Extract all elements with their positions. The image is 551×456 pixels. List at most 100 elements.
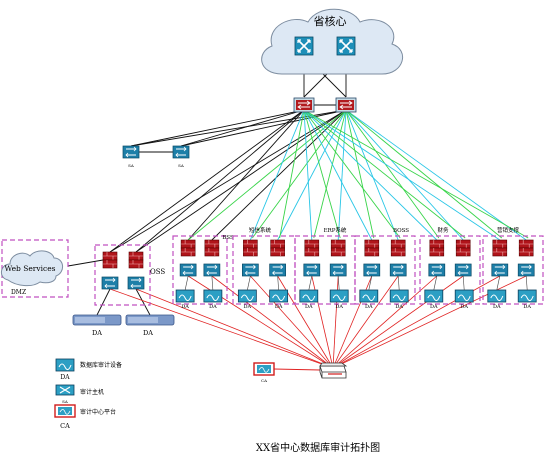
zone-firewall-icon <box>270 247 285 257</box>
central-hub-icon <box>319 362 348 379</box>
core-router-icon-1 <box>294 36 314 56</box>
zone-da-label: DA <box>523 304 531 310</box>
zone-firewall-icon <box>204 247 220 257</box>
zone-uplink-line <box>279 109 305 239</box>
zone-firewall-icon <box>243 247 258 257</box>
oss-firewall-icon-1 <box>102 251 118 261</box>
zone-border <box>172 235 228 305</box>
zone-uplink-line <box>277 109 347 241</box>
legend-sa-icon <box>55 384 75 396</box>
ca-link-line <box>273 368 321 371</box>
zone-uplink-line <box>211 109 347 241</box>
zone-switch-icon <box>517 263 535 277</box>
oss-zone: OSS DA DA <box>72 244 175 337</box>
legend-sa-text: 审计主机 <box>80 388 104 396</box>
zone-firewall-icon <box>180 247 196 257</box>
zone-da-label: DA <box>275 304 283 310</box>
zone-uplink-line <box>303 109 438 241</box>
sa-switch-icon-1 <box>122 145 140 159</box>
zone-firewall-icon <box>304 239 320 249</box>
zone-switch-icon <box>241 263 259 277</box>
link-layer <box>67 54 529 371</box>
zone-da-icon <box>203 289 223 303</box>
zone-da-icon <box>454 289 474 303</box>
oss-server-label-1: DA <box>92 329 102 337</box>
zone-da-icon <box>269 289 289 303</box>
zone-switch-icon <box>454 263 472 277</box>
zone-da-label: DA <box>305 304 313 310</box>
zone-da-label: DA <box>335 304 343 310</box>
zone-uplink-line <box>303 109 341 239</box>
zone-switch-icon <box>491 263 509 277</box>
zone-da-label: DA <box>365 304 373 310</box>
legend-da-text: 数据库审计设备 <box>80 361 122 369</box>
zone-switch-icon <box>269 263 287 277</box>
zone-da-link <box>277 275 279 291</box>
web-services-label: Web Services <box>4 264 55 273</box>
zone-firewall-icon <box>518 239 534 249</box>
zone-uplink-line <box>303 109 401 239</box>
zone-firewall-icon <box>518 247 534 257</box>
main-switch-icon-1 <box>293 97 315 113</box>
zone-da-icon <box>299 289 319 303</box>
audit-link-line <box>250 275 334 369</box>
zone-switch-icon <box>203 263 221 277</box>
zone-uplink-line <box>345 109 464 241</box>
zone-da-label: DA <box>209 304 217 310</box>
zone-da-label: DA <box>430 304 438 310</box>
audit-link-line <box>332 275 399 369</box>
oss-server-icon-2 <box>125 314 175 326</box>
zone-uplink-line <box>345 109 375 239</box>
zone-firewall-icon <box>364 239 380 249</box>
zone-da-link <box>525 275 528 291</box>
zone-da-link <box>247 275 251 291</box>
core-cloud-label: 省核心 <box>314 14 347 28</box>
dmz-label: DMZ <box>11 289 26 296</box>
zone-da-label: DA <box>244 304 252 310</box>
zone-da-icon <box>389 289 409 303</box>
zone-firewall-icon <box>304 247 320 257</box>
zone-border <box>232 235 296 305</box>
zone-uplink-line <box>187 109 347 241</box>
legend-da-icon <box>55 358 75 372</box>
dmz-link-line <box>67 259 104 267</box>
oss-uplink-line <box>109 109 347 253</box>
zone-firewall-icon <box>429 247 445 257</box>
zone-da-label: DA <box>493 304 501 310</box>
zone-firewall-icon <box>455 247 471 257</box>
audit-link-line <box>135 288 334 369</box>
zone-firewall-icon <box>330 239 346 249</box>
zone-uplink-line <box>303 109 373 241</box>
zone-da-icon <box>487 289 507 303</box>
zone-da-icon <box>175 289 195 303</box>
audit-link-line <box>211 275 334 369</box>
oss-firewall-icon-4 <box>128 259 144 269</box>
sa-uplink-line <box>180 109 305 147</box>
oss-label: OSS <box>150 268 165 276</box>
zone-uplink-line <box>187 109 305 241</box>
zone-switch-icon <box>389 263 407 277</box>
zone-uplink-line <box>303 109 529 239</box>
web-services-cloud <box>1 250 63 287</box>
zone-uplink-line <box>345 109 399 241</box>
zone-firewall-icon <box>492 247 508 257</box>
sa-uplink-line <box>130 109 305 147</box>
zone-da-link <box>211 275 214 291</box>
oss-server-line <box>135 288 151 316</box>
zone-uplink-line <box>303 109 313 241</box>
zone-firewall-icon <box>455 239 471 249</box>
zone-uplink-line <box>345 109 503 239</box>
zone-uplink-line <box>249 109 305 241</box>
oss-firewall-icon-2 <box>128 251 144 261</box>
zone-firewall-icon <box>492 239 508 249</box>
dmz-zone: Web Services DMZ <box>1 239 69 298</box>
zone-firewall-icon <box>204 239 220 249</box>
zone-da-link <box>184 275 189 291</box>
zone-firewall-icon <box>330 247 346 257</box>
zone-label: 营销支撑 <box>497 226 520 234</box>
main-switch-icon-2 <box>335 97 357 113</box>
